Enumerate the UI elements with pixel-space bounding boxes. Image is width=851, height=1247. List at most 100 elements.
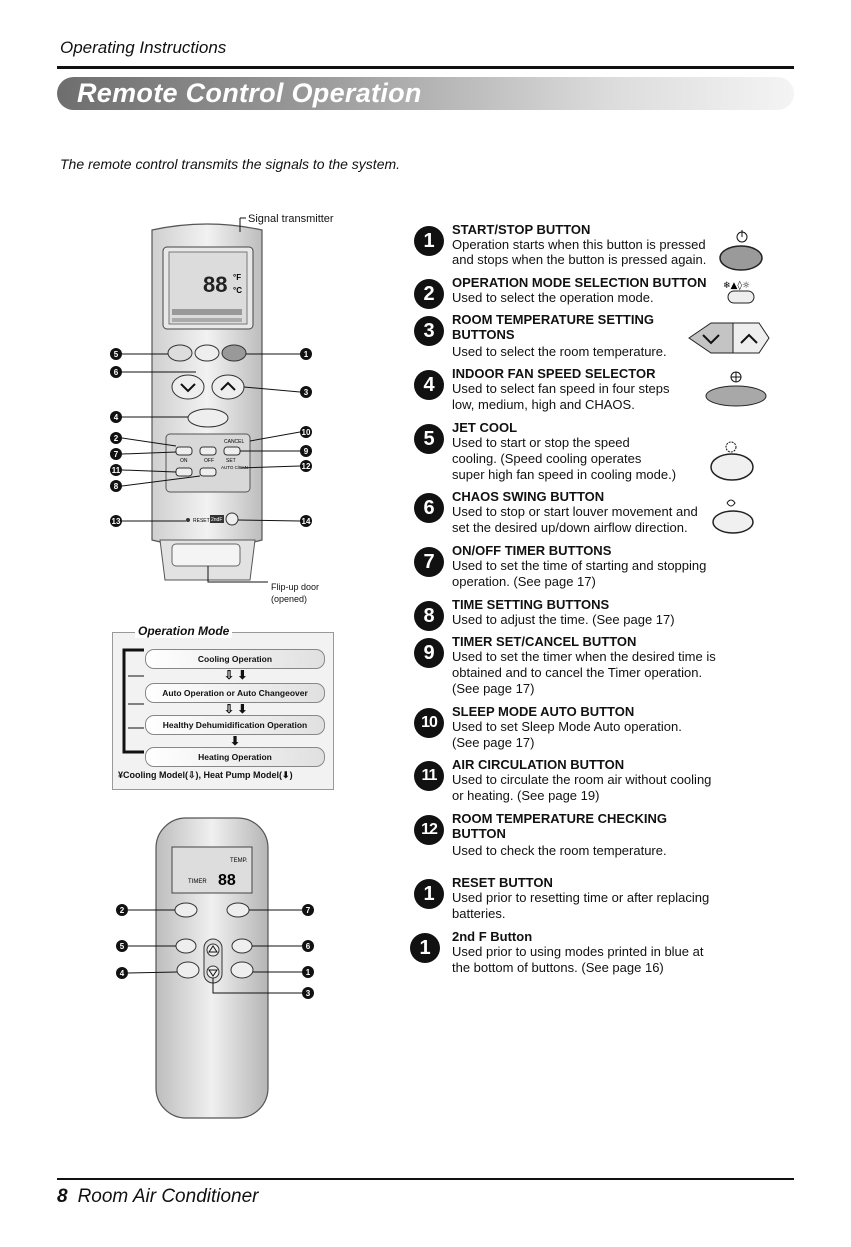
item-title: ROOM TEMPERATURE CHECKING — [452, 811, 667, 826]
item-number: 3 — [414, 316, 444, 346]
item-title: TIME SETTING BUTTONS — [452, 597, 610, 612]
svg-text:❄▲◊☼: ❄▲◊☼ — [723, 280, 750, 291]
callout-13: 13 — [112, 517, 121, 526]
item-number: 1 — [414, 226, 444, 256]
page-title: Remote Control Operation — [77, 78, 422, 108]
item-text: and stops when the button is pressed aga… — [452, 252, 707, 267]
item-text: Used to start or stop the speed — [452, 435, 630, 450]
callout-11: 11 — [112, 466, 121, 475]
signal-transmitter-label: Signal transmitter — [248, 213, 334, 225]
lcd-digits: 88 — [203, 272, 227, 297]
remote-diagram-top: 88 °F °C CANCEL SET AUTO C/FAN ON OFF RE… — [110, 217, 312, 583]
callout-9: 9 — [304, 447, 309, 456]
label-2ndf: 2ndF — [211, 517, 222, 523]
label-off: OFF — [204, 458, 214, 464]
lcd-timer: TIMER — [188, 879, 207, 885]
page-number: 8 — [57, 1186, 68, 1207]
mode-auto: Auto Operation or Auto Changeover — [145, 683, 325, 703]
item-text: Used to check the room temperature. — [452, 843, 667, 858]
item-text: (See page 17) — [452, 735, 535, 750]
callout-3: 3 — [304, 388, 309, 397]
callout-10: 10 — [302, 428, 311, 437]
item-text: the bottom of buttons. (See page 16) — [452, 960, 664, 975]
intro-text: The remote control transmits the signals… — [60, 156, 401, 172]
item-title: RESET BUTTON — [452, 875, 553, 890]
operation-mode-title: Operation Mode — [135, 624, 233, 638]
remote-diagram-bottom: TEMP. TIMER 88 2 5 4 7 6 1 3 — [116, 817, 314, 1119]
item-title: AIR CIRCULATION BUTTON — [452, 757, 625, 772]
callout-4: 4 — [114, 413, 119, 422]
item-text: Used to select fan speed in four steps — [452, 381, 670, 396]
callout-12: 12 — [302, 462, 311, 471]
item-text: low, medium, high and CHAOS. — [452, 397, 635, 412]
callout-bottom-7: 7 — [306, 906, 311, 915]
item-text: Used to set the time of starting and sto… — [452, 558, 707, 573]
item-number: 2 — [414, 279, 444, 309]
lcd-celsius: °C — [233, 286, 242, 295]
footer-rule — [57, 1178, 794, 1180]
item-number: 11 — [414, 761, 444, 791]
label-set: SET — [226, 458, 236, 464]
item-text: obtained and to cancel the Timer operati… — [452, 665, 703, 680]
item-text: operation. (See page 17) — [452, 574, 596, 589]
item-number: 9 — [414, 638, 444, 668]
item-number: 6 — [414, 493, 444, 523]
callout-1: 1 — [304, 350, 309, 359]
label-auto-cfan: AUTO C/FAN — [221, 465, 248, 470]
label-on: ON — [180, 458, 188, 464]
item-text: or heating. (See page 19) — [452, 788, 600, 803]
footer-title: Room Air Conditioner — [77, 1186, 259, 1207]
callout-2: 2 — [114, 434, 119, 443]
mode-arrow-1: ⇩ ⬇ — [224, 668, 248, 682]
item-text: Used to adjust the time. (See page 17) — [452, 612, 675, 627]
item-number: 12 — [414, 815, 444, 845]
item-text: (See page 17) — [452, 681, 535, 696]
callout-bottom-4: 4 — [120, 969, 125, 978]
item-title: CHAOS SWING BUTTON — [452, 489, 605, 504]
callout-6: 6 — [114, 368, 119, 377]
callout-8: 8 — [114, 482, 119, 491]
title-banner — [57, 77, 794, 110]
jet-cool-icon — [725, 441, 737, 453]
item-text: cooling. (Speed cooling operates — [452, 451, 642, 466]
item-title-cont: BUTTONS — [452, 327, 515, 342]
item-title: INDOOR FAN SPEED SELECTOR — [452, 366, 656, 381]
item-number: 1 — [410, 933, 440, 963]
callout-14: 14 — [302, 517, 311, 526]
item-number: 4 — [414, 370, 444, 400]
mode-arrow-3: ⬇ — [230, 734, 241, 748]
callout-7: 7 — [114, 450, 119, 459]
label-reset: RESET — [193, 518, 210, 524]
mode-heating: Heating Operation — [145, 747, 325, 767]
item-title: 2nd F Button — [452, 929, 533, 944]
callout-bottom-2: 2 — [120, 906, 125, 915]
callout-bottom-1: 1 — [306, 968, 311, 977]
label-cancel: CANCEL — [224, 439, 245, 445]
mode-arrow-2: ⇩ ⬇ — [224, 702, 248, 716]
section-label: Operating Instructions — [60, 38, 227, 57]
callout-bottom-5: 5 — [120, 942, 125, 951]
header-rule — [57, 66, 794, 69]
item-number: 8 — [414, 601, 444, 631]
item-number: 5 — [414, 424, 444, 454]
item-text: Used to circulate the room air without c… — [452, 772, 712, 787]
item-title-cont: BUTTON — [452, 826, 506, 841]
callout-5: 5 — [114, 350, 119, 359]
callout-bottom-3: 3 — [306, 989, 311, 998]
flip-door-label: Flip-up door — [271, 582, 320, 592]
power-icon — [736, 230, 748, 243]
mode-dehumidification: Healthy Dehumidification Operation — [145, 715, 325, 735]
item-number: 7 — [414, 547, 444, 577]
item-text: Used to select the room temperature. — [452, 344, 667, 359]
item-title: ROOM TEMPERATURE SETTING — [452, 312, 654, 327]
item-text: Used to stop or start louver movement an… — [452, 504, 698, 519]
item-title: OPERATION MODE SELECTION BUTTON — [452, 275, 707, 290]
item-number: 10 — [414, 708, 444, 738]
item-text: Used to set the timer when the desired t… — [452, 649, 716, 664]
item-title: SLEEP MODE AUTO BUTTON — [452, 704, 635, 719]
lcd-temp: TEMP. — [230, 858, 248, 864]
item-title: START/STOP BUTTON — [452, 222, 591, 237]
mode-cooling: Cooling Operation — [145, 649, 325, 669]
item-text: Operation starts when this button is pre… — [452, 237, 706, 252]
swing-icon — [726, 499, 736, 507]
